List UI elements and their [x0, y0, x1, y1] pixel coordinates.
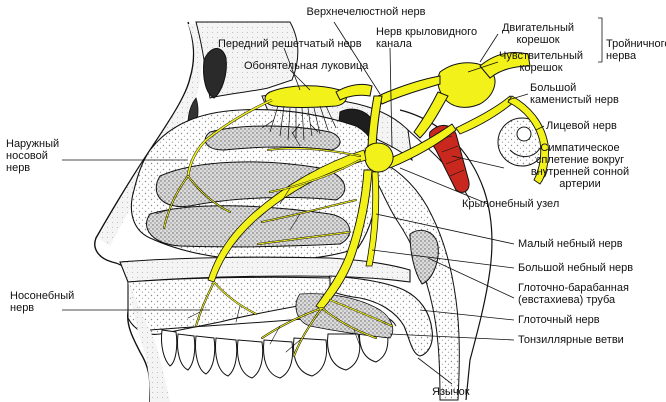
label-anterior-ethmoidal-nerve: Передний решетчатый нерв — [218, 38, 362, 50]
eustachian-tube-opening — [409, 230, 439, 285]
label-pharyngotympanic-tube: Глоточно-барабанная (евстахиева) труба — [518, 282, 629, 306]
nasopalatine-nerve-shape — [207, 149, 367, 283]
middle-turbinate — [155, 161, 346, 208]
soft-palate — [323, 275, 433, 357]
maxillary-nerve — [377, 75, 441, 105]
label-pterygopalatine-ganglion: Крылонебный узел — [462, 198, 560, 210]
nasal-skin — [98, 24, 202, 246]
pharynx-wall — [377, 159, 460, 401]
label-pterygoid-canal-nerve: Нерв крыловидного канала — [376, 26, 478, 50]
lesser-palatine-branch — [365, 171, 380, 267]
label-sympathetic-plexus: Симпатическое сплетение вокруг внутренне… — [530, 142, 630, 190]
olfactory-bulb-shape — [264, 85, 347, 108]
facial-nerve-shape — [507, 95, 549, 185]
maxilla-bone-lower — [128, 282, 170, 402]
face-profile-outline — [94, 21, 195, 402]
descending-palatine-nerve — [315, 169, 373, 311]
label-greater-petrosal-nerve: Большой каменистый нерв — [530, 82, 619, 106]
label-pharyngeal-nerve: Глоточный нерв — [518, 314, 600, 326]
pterygoid-canal-nerve — [385, 123, 457, 169]
label-nasopalatine-nerve: Носонебный нерв — [10, 290, 75, 314]
label-motor-root: Двигательный корешок — [501, 22, 575, 46]
olfactory-filaments — [261, 105, 337, 141]
frontal-sinus — [203, 48, 227, 99]
label-olfactory-bulb: Обонятельная луковица — [244, 60, 369, 72]
label-trigeminal-nerve: Тройничного нерва — [606, 38, 666, 62]
trigeminal-branch — [413, 91, 449, 139]
label-upper-jaw-nerve: Верхнечелюстной нерв — [306, 6, 426, 18]
label-uvula: Язычок — [432, 386, 470, 398]
label-facial-nerve: Лицевой нерв — [546, 120, 617, 132]
teeth — [161, 327, 389, 379]
trigeminal-root — [479, 52, 531, 79]
label-lesser-palatine-nerve: Малый небный нерв — [518, 238, 623, 250]
nerve-branches — [155, 131, 393, 357]
oral-region — [127, 276, 331, 335]
pterygopalatine-ganglion — [364, 142, 394, 173]
trigeminal-ganglion — [437, 62, 496, 108]
label-tonsillar-branches: Тонзиллярные ветви — [518, 334, 624, 346]
superior-turbinate — [204, 125, 341, 151]
label-sensory-root: Чувствительный корешок — [498, 50, 584, 74]
label-external-nasal-nerve: Наружный носовой нерв — [6, 138, 60, 174]
olfactory-tract — [335, 83, 373, 101]
label-greater-palatine-nerve: Большой небный нерв — [518, 262, 634, 274]
leader-lines — [62, 17, 603, 385]
